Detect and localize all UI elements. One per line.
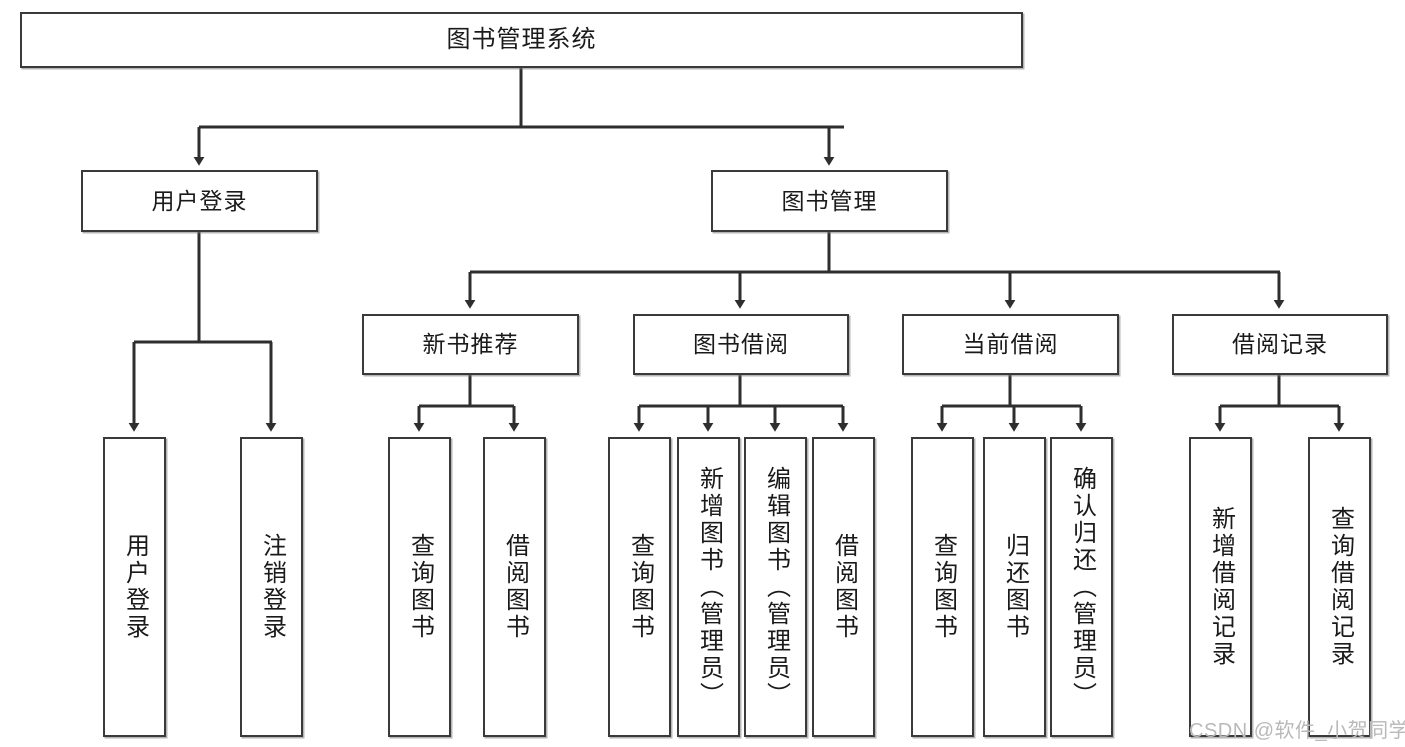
leaf-user-login-label: 用户登录 [121,533,149,641]
leaf-query-book-current-label: 查询图书 [929,533,957,641]
leaf-borrow-book-newbook-label: 借阅图书 [501,533,529,641]
leaf-add-book-admin[interactable]: 新增图书（管理员） [677,437,740,737]
leaf-query-book-borrow-label: 查询图书 [626,533,654,641]
node-root[interactable]: 图书管理系统 [20,12,1023,68]
leaf-add-borrow-record-label: 新增借阅记录 [1207,506,1235,668]
leaf-query-borrow-record-label: 查询借阅记录 [1326,506,1354,668]
node-root-label: 图书管理系统 [446,26,597,54]
leaf-return-book[interactable]: 归还图书 [983,437,1046,737]
node-current-borrow-label: 当前借阅 [962,331,1059,358]
leaf-user-login[interactable]: 用户登录 [103,437,166,737]
leaf-query-book-newbook-label: 查询图书 [406,533,434,641]
leaf-query-book-borrow[interactable]: 查询图书 [608,437,671,737]
leaf-query-book-current[interactable]: 查询图书 [911,437,974,737]
node-book-management-label: 图书管理 [781,187,878,214]
leaf-add-borrow-record[interactable]: 新增借阅记录 [1189,437,1252,737]
leaf-confirm-return-admin[interactable]: 确认归还（管理员） [1050,437,1113,737]
node-book-borrow-label: 图书借阅 [693,331,789,358]
node-new-book-recommend[interactable]: 新书推荐 [362,314,579,375]
node-book-borrow[interactable]: 图书借阅 [633,314,849,375]
node-new-book-recommend-label: 新书推荐 [422,331,519,358]
leaf-logout[interactable]: 注销登录 [240,437,303,737]
node-borrow-record[interactable]: 借阅记录 [1172,314,1388,375]
node-book-management[interactable]: 图书管理 [711,170,948,232]
leaf-confirm-return-admin-label: 确认归还（管理员） [1068,465,1096,709]
csdn-watermark: CSDN @软件_小贺同学 [1189,720,1405,742]
node-user-login[interactable]: 用户登录 [81,170,318,232]
leaf-borrow-book-label: 借阅图书 [830,533,858,641]
leaf-query-borrow-record[interactable]: 查询借阅记录 [1308,437,1371,737]
node-borrow-record-label: 借阅记录 [1232,331,1328,358]
leaf-add-book-admin-label: 新增图书（管理员） [695,465,723,709]
leaf-borrow-book[interactable]: 借阅图书 [812,437,875,737]
leaf-edit-book-admin-label: 编辑图书（管理员） [762,465,790,709]
node-user-login-label: 用户登录 [151,187,248,214]
leaf-query-book-newbook[interactable]: 查询图书 [388,437,451,737]
node-current-borrow[interactable]: 当前借阅 [902,314,1119,375]
leaf-logout-label: 注销登录 [258,533,286,641]
leaf-borrow-book-newbook[interactable]: 借阅图书 [483,437,546,737]
leaf-return-book-label: 归还图书 [1001,533,1029,641]
leaf-edit-book-admin[interactable]: 编辑图书（管理员） [744,437,807,737]
